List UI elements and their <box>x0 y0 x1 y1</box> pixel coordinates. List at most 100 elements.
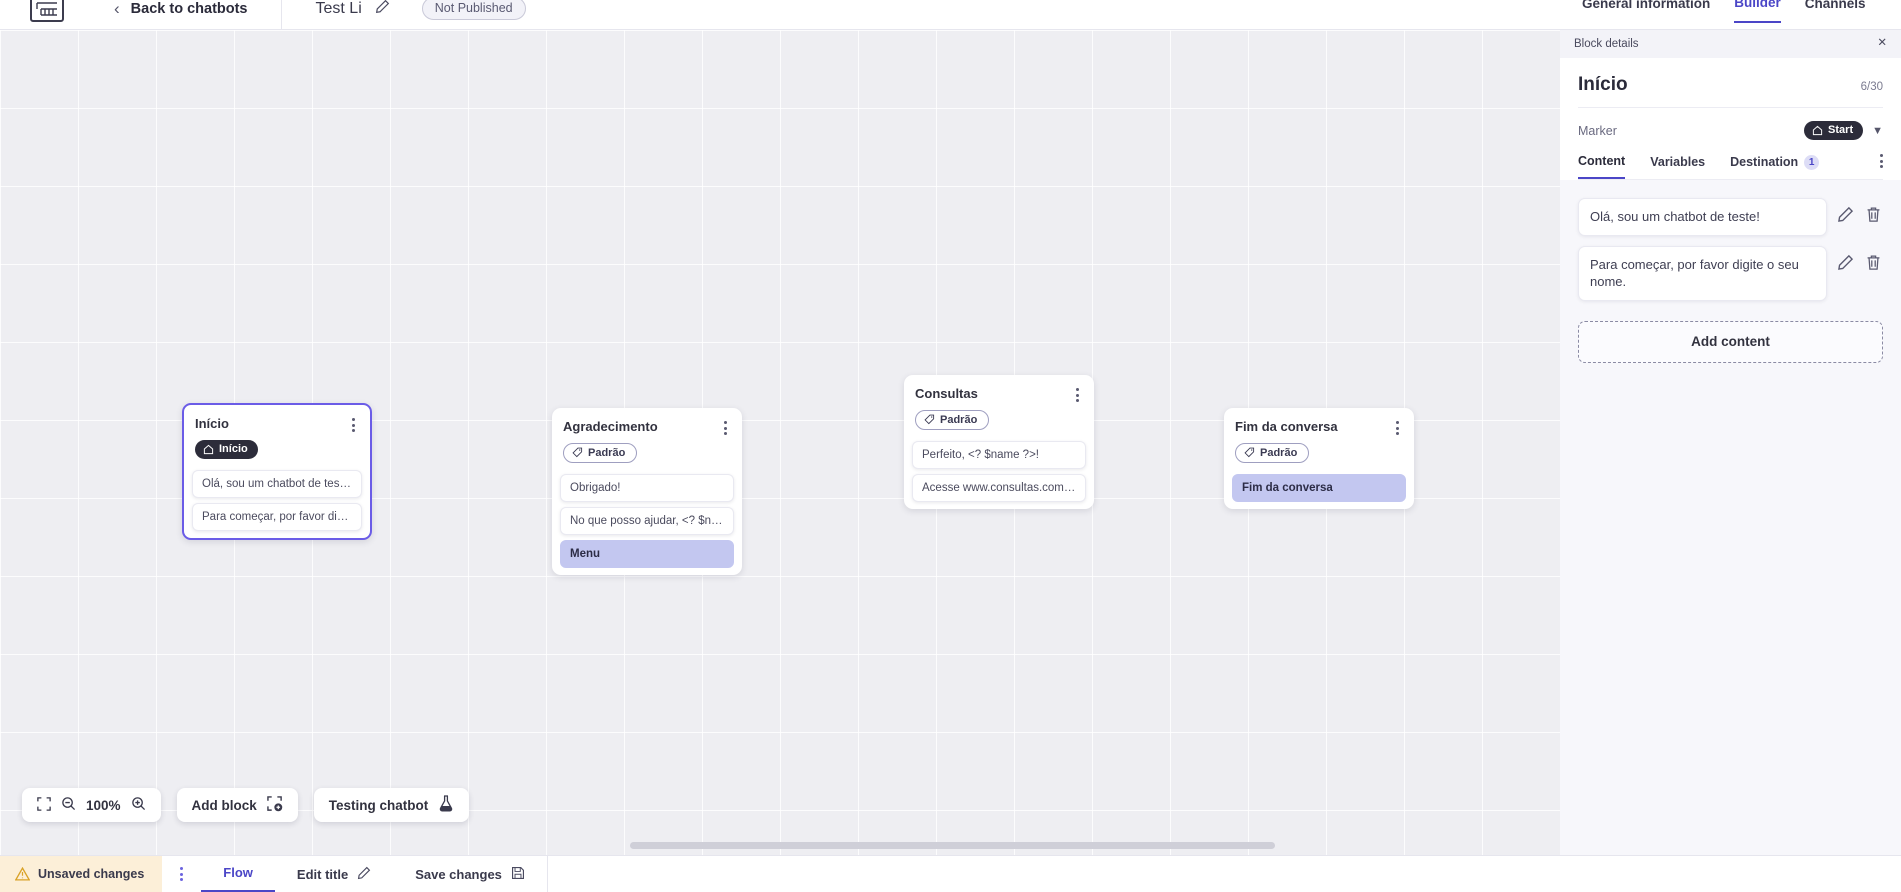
chip-label: Padrão <box>1260 446 1298 459</box>
marker-value-chip[interactable]: Start <box>1804 121 1864 140</box>
edit-pencil-icon[interactable] <box>1837 206 1855 224</box>
content-item: Olá, sou um chatbot de teste! <box>1578 198 1883 236</box>
flow-block-fim-da-conversa[interactable]: Fim da conversa Padrão Fim da conversa <box>1224 408 1414 509</box>
flow-connections <box>0 30 300 180</box>
page-title: Início <box>1578 74 1628 95</box>
back-to-chatbots-link[interactable]: Back to chatbots <box>130 0 248 17</box>
tab-content-label: Content <box>1578 154 1626 168</box>
bottom-tab-flow[interactable]: Flow <box>201 856 275 892</box>
add-block-button[interactable]: Add block <box>176 788 298 822</box>
logo-glyph <box>36 1 57 16</box>
tab-content[interactable]: Content <box>1578 154 1626 179</box>
content-list: Olá, sou um chatbot de teste! Para começ… <box>1560 180 1901 301</box>
block-header: Início <box>184 405 370 432</box>
save-changes-label: Save changes <box>415 866 502 882</box>
main-tabs: General information Builder Channels <box>1560 0 1901 30</box>
chevron-down-icon[interactable]: ▼ <box>1872 124 1883 137</box>
tab-general-information[interactable]: General information <box>1582 0 1711 11</box>
tab-builder[interactable]: Builder <box>1734 0 1781 23</box>
status-badge: Not Published <box>421 0 526 20</box>
flow-canvas[interactable]: Início Início Olá, sou um chatbot de tes… <box>0 30 1560 855</box>
destination-count-badge: 1 <box>1804 154 1820 170</box>
testing-chatbot-label: Testing chatbot <box>328 797 429 813</box>
block-menu-button[interactable] <box>346 416 360 432</box>
edit-name-pencil-icon[interactable] <box>375 0 390 19</box>
panel-tabs: Content Variables Destination 1 <box>1578 154 1883 180</box>
flow-block-consultas[interactable]: Consultas Padrão Perfeito, <? $name ?>! … <box>904 375 1094 509</box>
tab-channels[interactable]: Channels <box>1804 0 1866 11</box>
panel-header: Block details ✕ <box>1560 30 1901 58</box>
block-marker-chip: Padrão <box>915 410 990 430</box>
save-changes-button[interactable]: Save changes <box>393 856 547 892</box>
block-message[interactable]: Para começar, por favor digite o ... <box>192 503 362 531</box>
canvas-toolbar: 100% Add block Testing chatbot <box>22 788 470 822</box>
zoom-out-icon[interactable] <box>61 796 76 814</box>
chip-label: Padrão <box>940 413 978 426</box>
flow-block-inicio[interactable]: Início Início Olá, sou um chatbot de tes… <box>182 403 372 540</box>
block-marker-chip: Padrão <box>563 443 638 463</box>
flow-label: Flow <box>223 865 253 880</box>
tab-destination-label: Destination <box>1730 155 1799 169</box>
testing-chatbot-button[interactable]: Testing chatbot <box>313 788 470 822</box>
add-content-button[interactable]: Add content <box>1578 320 1883 363</box>
chip-label: Padrão <box>588 446 626 459</box>
delete-trash-icon[interactable] <box>1865 206 1883 224</box>
zoom-level-label: 100% <box>86 797 121 813</box>
block-header: Agradecimento <box>552 408 742 435</box>
block-message[interactable]: Fim da conversa <box>1232 474 1406 502</box>
block-header: Consultas <box>904 375 1094 402</box>
flow-block-agradecimento[interactable]: Agradecimento Padrão Obrigado! No que po… <box>552 408 742 575</box>
block-message[interactable]: Obrigado! <box>560 474 734 502</box>
fit-screen-icon[interactable] <box>37 796 51 814</box>
bottom-menu-button[interactable] <box>180 867 184 881</box>
edit-pencil-icon[interactable] <box>1837 254 1855 272</box>
canvas-horizontal-scrollbar[interactable] <box>630 842 1275 849</box>
block-title: Início <box>195 416 229 431</box>
edit-title-button[interactable]: Edit title <box>275 856 393 892</box>
add-block-icon <box>267 795 283 815</box>
char-counter: 6/30 <box>1860 81 1883 93</box>
bottom-status-bar: Unsaved changes Flow Edit title Save cha… <box>0 855 1901 892</box>
marker-row: Marker Start ▼ <box>1578 108 1883 154</box>
block-message[interactable]: Acesse www.consultas.com par... <box>912 474 1086 502</box>
panel-title-row: Início 6/30 <box>1578 58 1883 108</box>
close-icon[interactable]: ✕ <box>1877 37 1887 50</box>
chatbot-name: Test Li <box>315 0 362 17</box>
edit-title-label: Edit title <box>296 866 349 882</box>
flask-icon <box>438 795 454 815</box>
header-divider <box>280 0 282 30</box>
tag-icon <box>924 414 935 425</box>
block-details-panel: Block details ✕ Início 6/30 Marker Start… <box>1560 30 1901 892</box>
tab-destination[interactable]: Destination 1 <box>1730 154 1820 179</box>
app-logo[interactable] <box>30 0 64 22</box>
warning-icon <box>15 867 30 881</box>
unsaved-changes-indicator: Unsaved changes <box>0 855 163 892</box>
block-marker-chip: Início <box>195 440 258 459</box>
tab-variables[interactable]: Variables <box>1650 155 1705 178</box>
block-title: Agradecimento <box>563 419 658 434</box>
back-chevron-icon[interactable]: ‹ <box>114 0 120 18</box>
tab-variables-label: Variables <box>1650 155 1706 169</box>
content-item: Para começar, por favor digite o seu nom… <box>1578 245 1883 301</box>
block-message[interactable]: Perfeito, <? $name ?>! <box>912 441 1086 469</box>
content-text[interactable]: Para começar, por favor digite o seu nom… <box>1578 245 1827 301</box>
marker-select[interactable]: Start ▼ <box>1804 121 1883 140</box>
delete-trash-icon[interactable] <box>1865 254 1883 272</box>
block-title: Fim da conversa <box>1235 419 1338 434</box>
zoom-controls[interactable]: 100% <box>22 788 161 822</box>
block-message[interactable]: Olá, sou um chatbot de teste! <box>192 470 362 498</box>
bottom-divider <box>546 855 548 892</box>
chip-label: Início <box>219 443 248 455</box>
content-text[interactable]: Olá, sou um chatbot de teste! <box>1578 198 1827 236</box>
add-block-label: Add block <box>191 797 257 813</box>
zoom-in-icon[interactable] <box>131 796 146 814</box>
block-menu-button[interactable] <box>718 419 732 435</box>
edit-title-pencil-icon <box>357 866 371 883</box>
block-menu-button[interactable] <box>1390 419 1404 435</box>
panel-tabs-menu-button[interactable] <box>1880 154 1883 168</box>
block-message-menu[interactable]: Menu <box>560 540 734 568</box>
block-message[interactable]: No que posso ajudar, <? $name ... <box>560 507 734 535</box>
block-menu-button[interactable] <box>1070 386 1084 402</box>
unsaved-changes-label: Unsaved changes <box>38 867 145 881</box>
home-icon <box>203 444 214 454</box>
